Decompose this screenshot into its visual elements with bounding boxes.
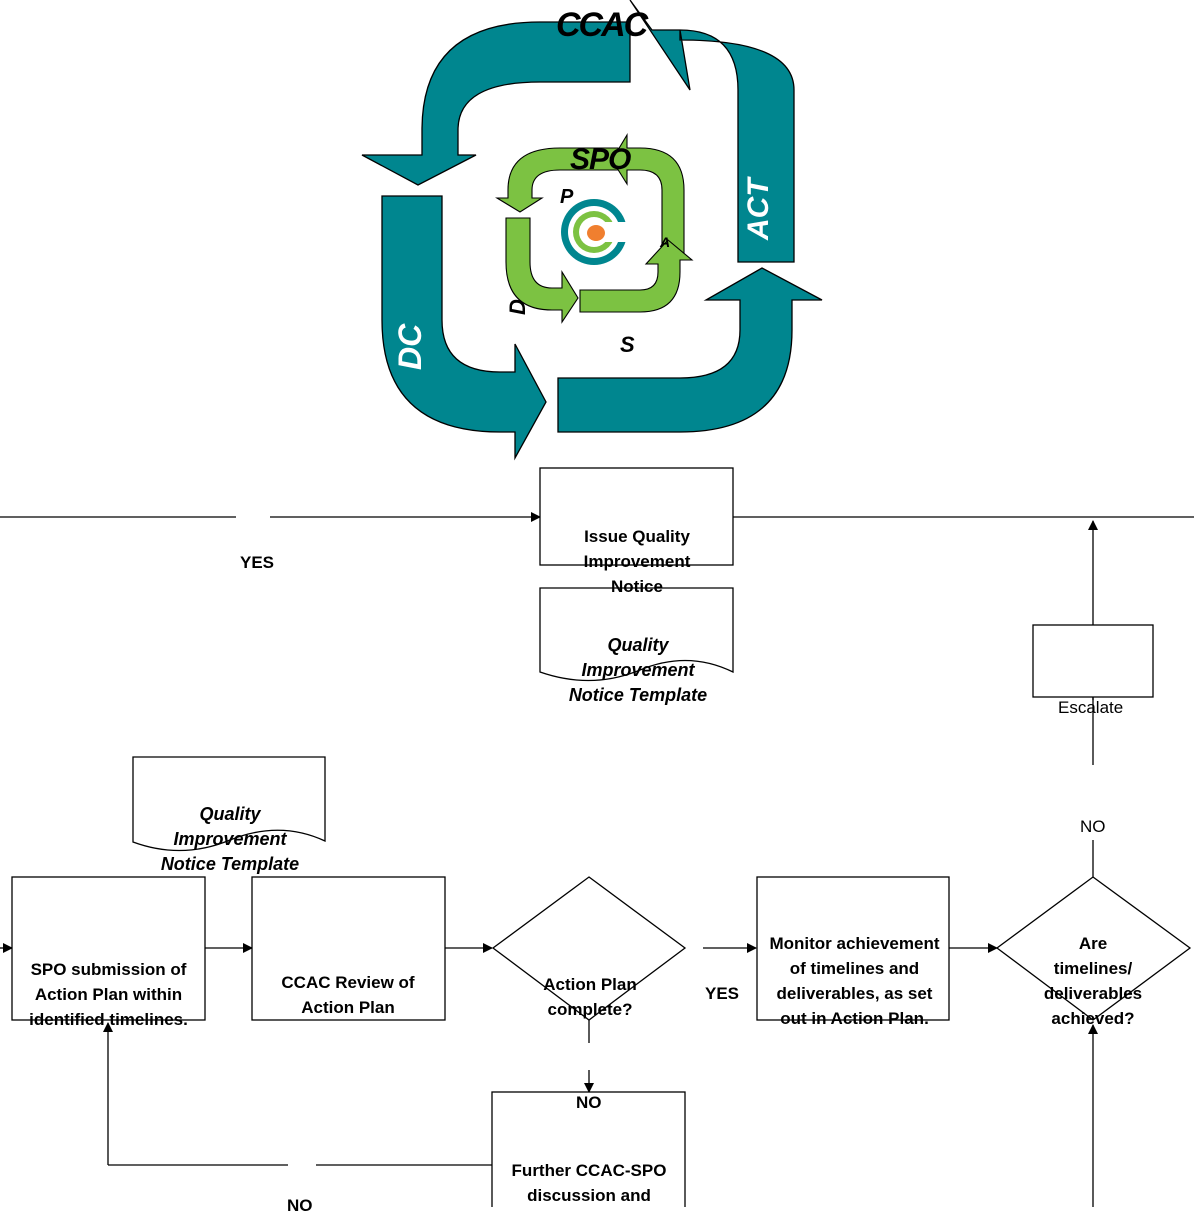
ccac-review-text: CCAC Review of Action Plan xyxy=(281,973,415,1017)
outer-arrow-bottom-right xyxy=(557,267,823,433)
label-no-bottom: NO xyxy=(287,1196,313,1215)
timelines-diamond xyxy=(995,876,1192,1021)
spo-submission-box xyxy=(11,876,206,1021)
label-yes-top: YES xyxy=(240,553,275,572)
outer-arrow-top-left xyxy=(361,21,631,186)
template-doc-left xyxy=(132,756,326,852)
further-discussion-box xyxy=(491,1091,686,1207)
escalate-label: Escalate xyxy=(1058,698,1124,717)
flow-shapes xyxy=(11,467,1192,1207)
label-yes-mid: YES xyxy=(705,984,740,1003)
outer-cycle xyxy=(361,0,823,461)
center-logo xyxy=(561,199,634,265)
issue-notice-box xyxy=(539,467,734,566)
cycle-inner-d: D xyxy=(505,299,530,315)
flow-lines xyxy=(0,512,1194,1207)
monitor-box xyxy=(756,876,950,1021)
inner-arrow-bottom-right xyxy=(579,239,694,313)
escalate-box xyxy=(1032,624,1154,698)
plan-complete-diamond xyxy=(491,876,687,1021)
template-left-text: Quality Improvement Notice Template xyxy=(160,804,300,874)
outer-arrow-top-right xyxy=(629,0,795,263)
cycle-inner-p: P xyxy=(560,186,574,208)
inner-arrow-bottom-left xyxy=(505,217,579,324)
timelines-text: Are timelines/ deliverables achieved? xyxy=(1043,934,1143,1028)
outer-arrow-bottom-left xyxy=(381,195,547,461)
template-doc-top xyxy=(539,587,734,682)
inner-arrow-top-left xyxy=(495,147,619,213)
further-discussion-text: Further CCAC-SPO discussion and xyxy=(511,1161,667,1205)
spo-submission-text: SPO submission of Action Plan within ide… xyxy=(29,960,188,1029)
inner-cycle xyxy=(495,133,694,324)
monitor-text: Monitor achievement of timelines and del… xyxy=(769,934,940,1028)
label-no-right: NO xyxy=(1080,817,1106,836)
plan-complete-text: Action Plan complete? xyxy=(543,975,637,1019)
label-no-mid: NO xyxy=(576,1093,602,1112)
cycle-outer-title: CCAC xyxy=(556,6,648,44)
template-top-text: Quality Improvement Notice Template xyxy=(568,635,708,705)
cycle-inner-s: S xyxy=(620,332,635,357)
cycle-outer-dc: DC xyxy=(392,323,428,370)
cycle-inner-title: SPO xyxy=(570,143,631,176)
issue-notice-text: Issue Quality Improvement Notice xyxy=(583,527,691,596)
cycle-inner-a: A xyxy=(660,234,671,250)
ccac-review-box xyxy=(251,876,446,1021)
cycle-outer-act: ACT xyxy=(742,178,775,240)
